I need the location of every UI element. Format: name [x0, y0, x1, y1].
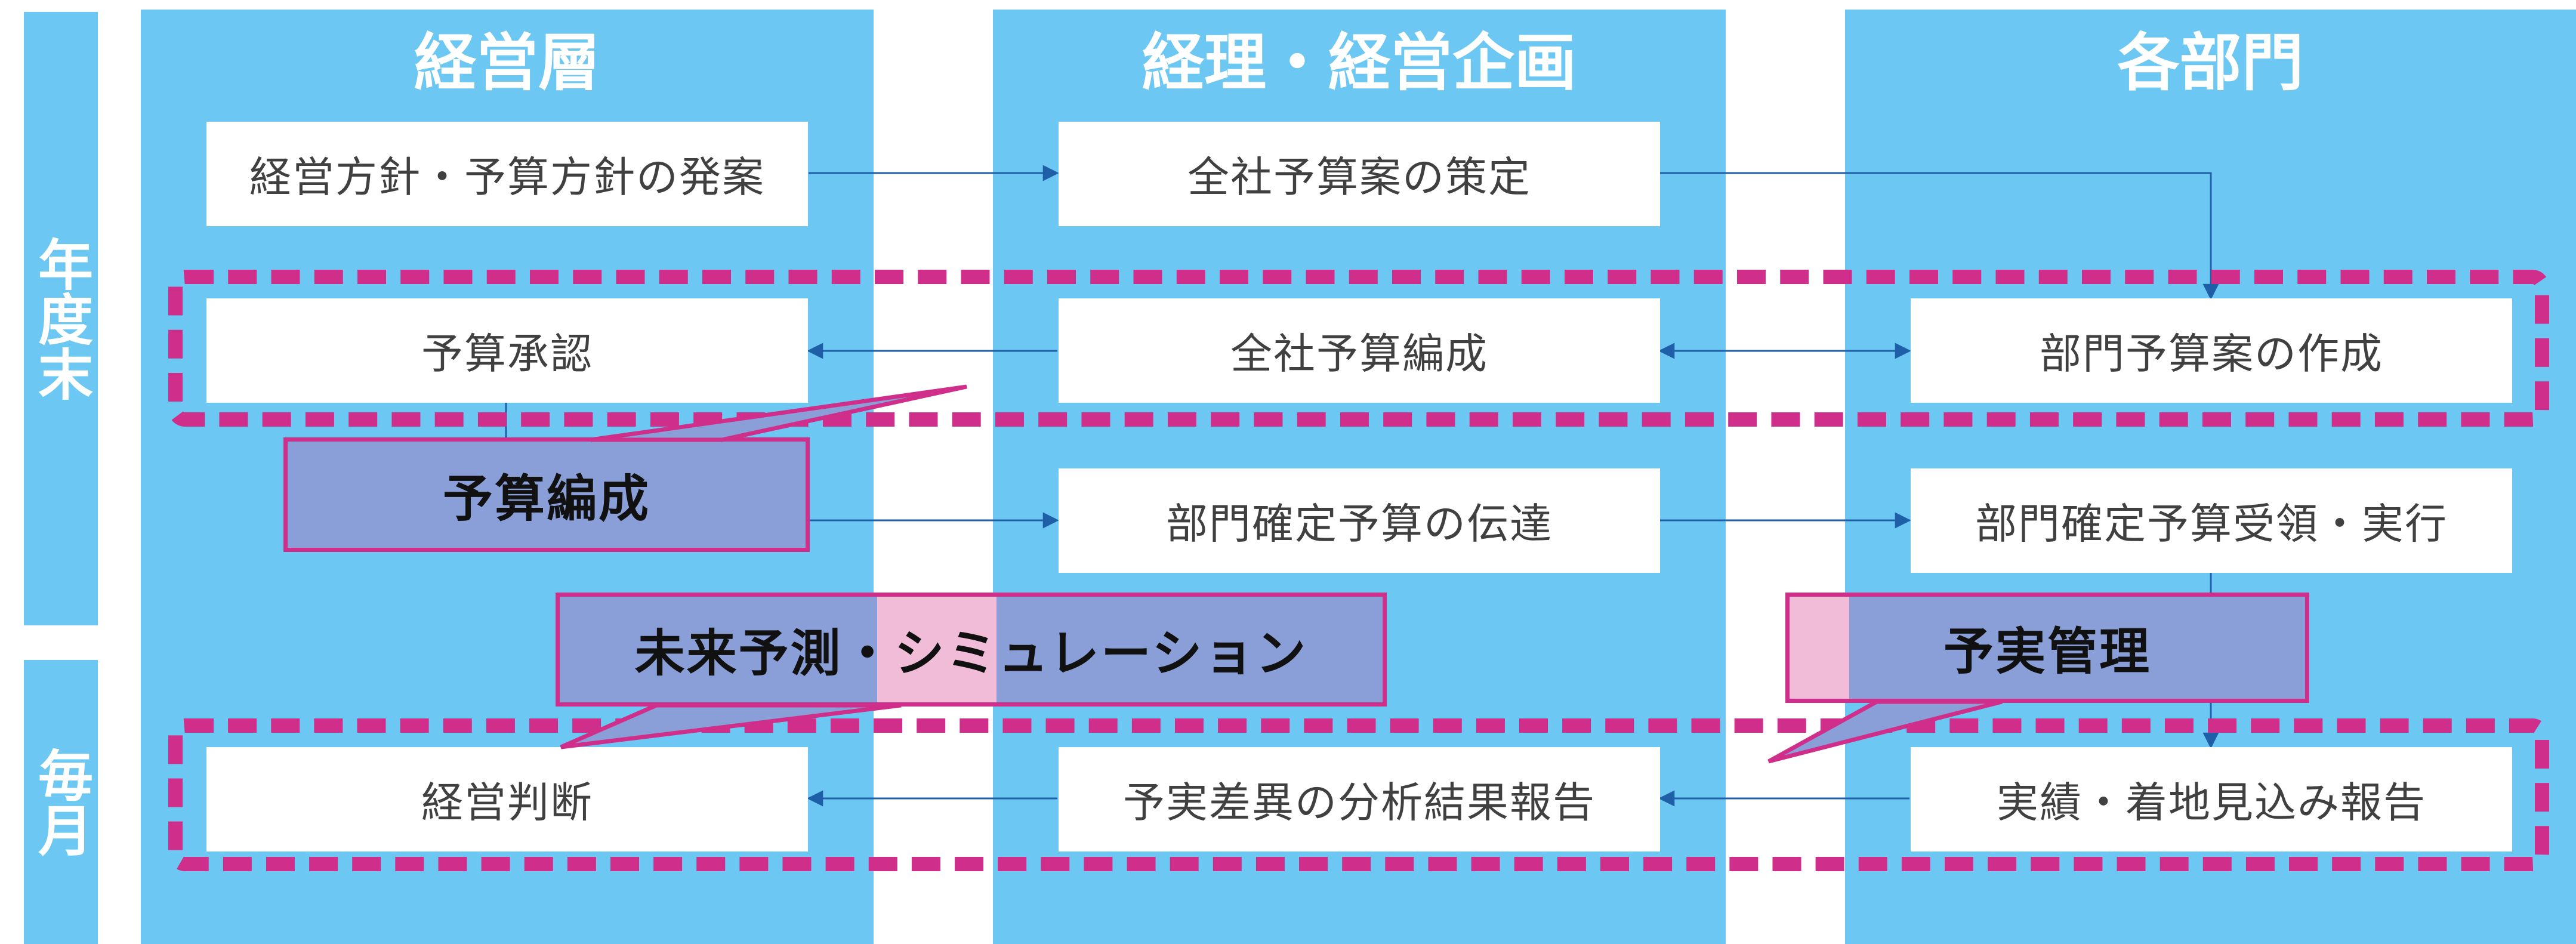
side-label-year-end: 年度末	[24, 12, 98, 625]
box-dept-budget-create: 部門予算案の作成	[1911, 298, 2512, 403]
monthly-highlight-frame	[168, 718, 2549, 871]
callout-budget-actual: 予実管理	[1785, 593, 2309, 703]
box-company-budget-plan: 全社予算案の策定	[1059, 122, 1660, 226]
box-actual-report: 実績・着地見込み報告	[1911, 747, 2512, 852]
year-end-highlight-frame	[168, 270, 2549, 427]
forecast-callout-tail	[560, 703, 902, 749]
column-header-accounting: 経理・経営企画	[1142, 26, 1577, 99]
column-header-management: 経営層	[414, 26, 600, 99]
box-dept-budget-notify: 部門確定予算の伝達	[1059, 468, 1660, 573]
box-management-decision: 経営判断	[206, 747, 808, 852]
side-label-year-end-text: 年度末	[29, 236, 93, 401]
column-header-departments: 各部門	[2117, 26, 2304, 99]
box-dept-budget-receive: 部門確定予算受領・実行	[1911, 468, 2512, 573]
box-policy-draft: 経営方針・予算方針の発案	[206, 122, 808, 226]
callout-budgeting: 予算編成	[283, 437, 810, 552]
budgeting-callout-tail	[590, 384, 967, 442]
side-label-monthly-text: 毎月	[29, 747, 93, 857]
budget-actual-callout-tail	[1767, 699, 2003, 764]
side-label-monthly: 毎月	[24, 660, 98, 944]
callout-forecast: 未来予測・シミュレーション	[556, 593, 1387, 707]
arrow-plan-to-dept	[1660, 172, 2219, 300]
box-budget-approval: 予算承認	[206, 298, 808, 403]
box-variance-report: 予実差異の分析結果報告	[1059, 747, 1660, 852]
box-company-budget-compile: 全社予算編成	[1059, 298, 1660, 403]
